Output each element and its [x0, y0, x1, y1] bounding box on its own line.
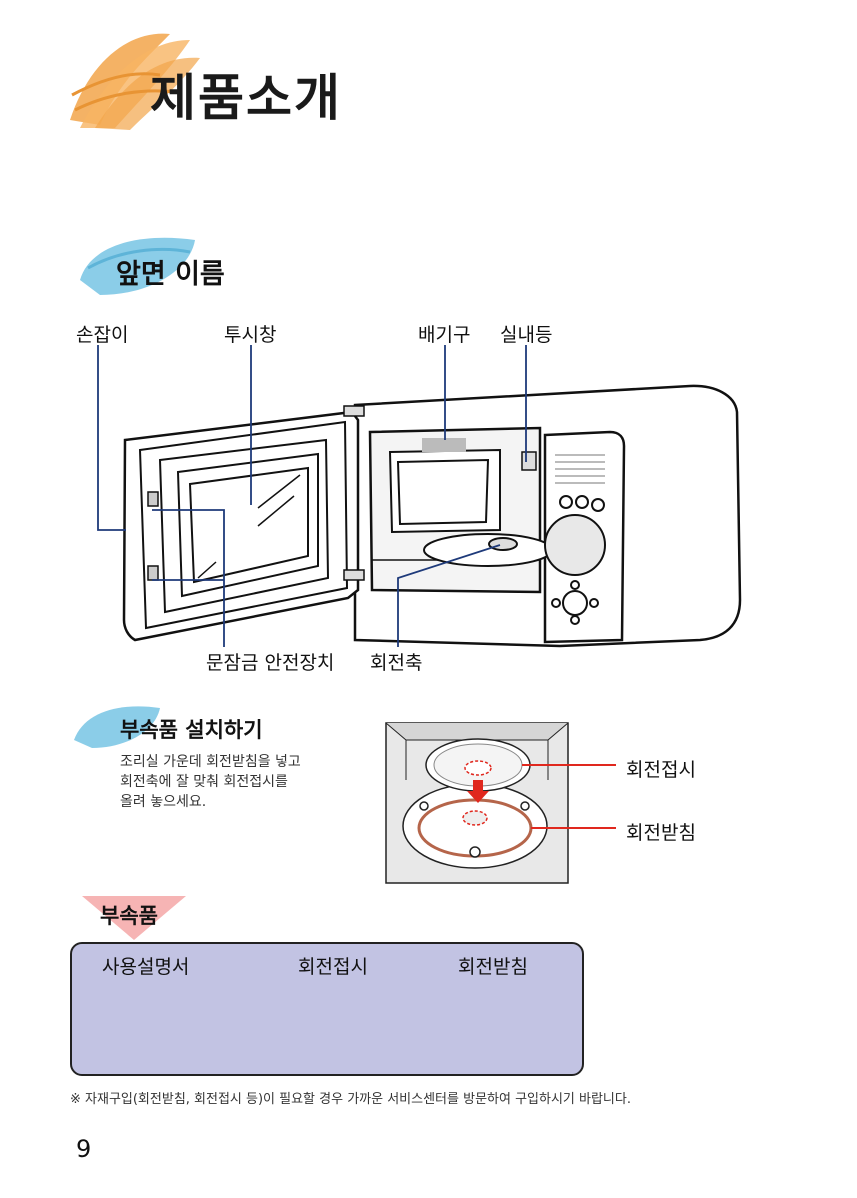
label-plate: 회전접시: [626, 759, 696, 781]
install-heading: 부속품 설치하기: [120, 718, 263, 742]
install-description-line: 올려 놓으세요.: [120, 794, 207, 810]
accessory-label-plate: 회전접시: [298, 956, 368, 978]
accessory-triangle: [82, 896, 186, 940]
label-vent: 배기구: [418, 324, 471, 346]
title-brush: [70, 33, 200, 130]
install-diagram: [385, 722, 616, 884]
accessories-heading: 부속품: [100, 904, 158, 928]
section-brush-install: [74, 706, 160, 748]
page-number: 9: [76, 1135, 92, 1163]
install-description-line: 회전축에 잘 맞춰 회전접시를: [120, 774, 288, 790]
install-description: 조리실 가운데 회전받침을 넣고 회전축에 잘 맞춰 회전접시를 올려 놓으세요…: [120, 752, 301, 812]
accessories-box: [70, 942, 584, 1076]
label-shaft: 회전축: [370, 652, 423, 674]
front-names-heading: 앞면 이름: [116, 259, 225, 290]
label-door-lock: 문잠금 안전장치: [206, 652, 335, 674]
section-brush-front: [80, 237, 195, 295]
microwave-illustration: [122, 384, 742, 648]
accessory-label-ring: 회전받침: [458, 956, 528, 978]
accessory-label-manual: 사용설명서: [102, 956, 190, 978]
label-window: 투시창: [224, 324, 277, 346]
label-handle: 손잡이: [76, 324, 129, 346]
label-lamp: 실내등: [500, 324, 553, 346]
label-ring: 회전받침: [626, 822, 696, 844]
footnote: ※ 자재구입(회전받침, 회전접시 등)이 필요할 경우 가까운 서비스센터를 …: [70, 1092, 631, 1107]
callout-lines: [97, 345, 527, 647]
install-description-line: 조리실 가운데 회전받침을 넣고: [120, 754, 301, 770]
page-title: 제품소개: [150, 69, 342, 127]
